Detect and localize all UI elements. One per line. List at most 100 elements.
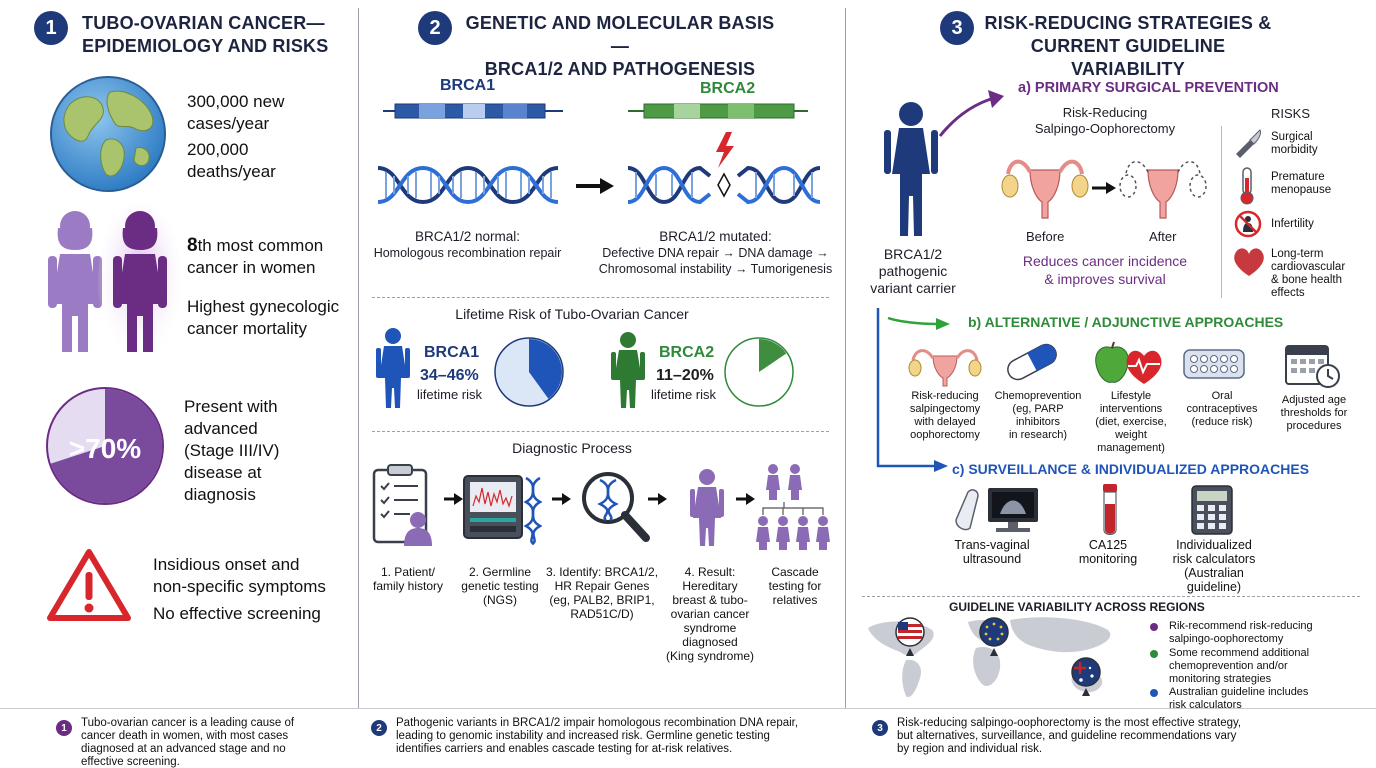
footer-3-badge: 3 (872, 720, 888, 736)
mortality-stat: Highest gynecologic cancer mortality (187, 297, 340, 338)
footer-1-badge: 1 (56, 720, 72, 736)
panel-1-title: TUBO-OVARIAN CANCER— EPIDEMIOLOGY AND RI… (82, 13, 329, 56)
legend-dot (1150, 689, 1158, 697)
legend-dot (1150, 650, 1158, 658)
scalpel-icon (1236, 129, 1261, 158)
step-arrow-icon (736, 493, 755, 505)
risk2-name: BRCA2 (659, 344, 715, 361)
capsule-icon (1007, 343, 1057, 381)
au-flag-pin-icon (1071, 657, 1101, 696)
risk1-name: BRCA1 (424, 344, 480, 361)
section-a-title: a) PRIMARY SURGICAL PREVENTION (1018, 80, 1279, 96)
risk1-sub: lifetime risk (417, 387, 483, 402)
sequencer-icon (463, 475, 543, 546)
calendar-clock-icon (1285, 345, 1340, 388)
calculator-icon (1191, 485, 1233, 535)
woman-purple-icon (690, 469, 724, 546)
step-1-label: 1. Patient/family history (372, 565, 443, 593)
us-flag-pin-icon (895, 617, 925, 656)
mutated-dna-helix (628, 132, 820, 205)
woman-blue-icon (376, 328, 410, 408)
contraceptive-pack-icon (1183, 349, 1245, 379)
carrier-woman-icon (884, 102, 938, 236)
separator-diagnostic (372, 431, 829, 432)
brca1-gene-bar (383, 103, 563, 119)
infertility-icon (1234, 210, 1262, 238)
thermometer-icon (1240, 167, 1254, 205)
women-silhouettes-icon (48, 204, 180, 362)
risks-divider (1221, 126, 1222, 298)
panel-2-title: GENETIC AND MOLECULAR BASIS— BRCA1/2 AND… (465, 13, 775, 79)
panel-3-title: RISK-REDUCING STRATEGIES & CURRENT GUIDE… (984, 13, 1272, 79)
footer-divider (0, 708, 1376, 709)
warning-icon (47, 549, 131, 621)
panel-1-badge: 1 (34, 11, 68, 45)
risk-infertility: Infertility (1271, 218, 1314, 230)
separator-lifetime (372, 297, 829, 298)
arrow-right-icon (576, 178, 614, 194)
separator-guidelines (862, 596, 1360, 597)
cases-stat: 300,000 new cases/year (187, 92, 285, 133)
brca2-gene-label: BRCA2 (700, 80, 756, 97)
advanced-stage-text: Present with advanced (Stage III/IV) dis… (184, 397, 280, 504)
advanced-pct-label: >70% (69, 433, 141, 464)
lifetime-risk-title: Lifetime Risk of Tubo-Ovarian Cancer (455, 306, 689, 322)
screening-text: No effective screening (153, 604, 321, 623)
panel-3-badge: 3 (940, 11, 974, 45)
after-label: After (1149, 229, 1177, 244)
clipboard-icon (372, 464, 432, 546)
panel-2-badge: 2 (418, 11, 452, 45)
uterus-after-icon (1119, 161, 1207, 219)
arrow-right-icon (1092, 182, 1116, 194)
deaths-stat: 200,000 deaths/year (187, 140, 276, 181)
before-label: Before (1026, 229, 1065, 244)
normal-dna-helix (378, 165, 558, 205)
step-arrow-icon (444, 493, 463, 505)
footer-2-badge: 2 (371, 720, 387, 736)
risk2-range: 11–20% (656, 367, 714, 384)
blood-tube-icon (1103, 484, 1117, 536)
brca1-risk-pie (494, 337, 564, 407)
section-c-title: c) SURVEILLANCE & INDIVIDUALIZED APPROAC… (952, 461, 1310, 477)
curved-arrow-icon (938, 90, 1004, 137)
onset-text: Insidious onset and non-specific symptom… (153, 555, 326, 596)
ultrasound-icon (955, 488, 1038, 532)
magnifier-dna-icon (582, 472, 650, 542)
legend-dot (1150, 623, 1158, 631)
step-arrow-icon (648, 493, 667, 505)
brca2-gene-bar (628, 103, 808, 119)
uterus-small-icon (908, 349, 982, 387)
guideline-title: GUIDELINE VARIABILITY ACROSS REGIONS (949, 600, 1205, 614)
footer-2-text: Pathogenic variants in BRCA1/2 impair ho… (396, 717, 799, 755)
apple-heart-icon (1095, 341, 1162, 384)
benefit-text: Reduces cancer incidence& improves survi… (1022, 253, 1188, 287)
rank-stat: 8th most common cancer in women (187, 235, 324, 277)
normal-caption: BRCA1/2 normal: Homologous recombination… (373, 229, 562, 260)
divider-panel-1-2 (358, 8, 359, 708)
footer-1-text: Tubo-ovarian cancer is a leading cause o… (81, 717, 295, 768)
brca2-risk-pie (724, 337, 794, 407)
risk1-range: 34–46% (420, 367, 479, 384)
family-tree-icon (756, 464, 830, 550)
step-3-label: 3. Identify: BRCA1/2,HR Repair Genes(eg,… (545, 565, 659, 621)
divider-panel-2-3 (845, 8, 846, 708)
brca1-gene-label: BRCA1 (440, 77, 496, 94)
footer-3-text: Risk-reducing salpingo-oophorectomy is t… (897, 717, 1242, 755)
